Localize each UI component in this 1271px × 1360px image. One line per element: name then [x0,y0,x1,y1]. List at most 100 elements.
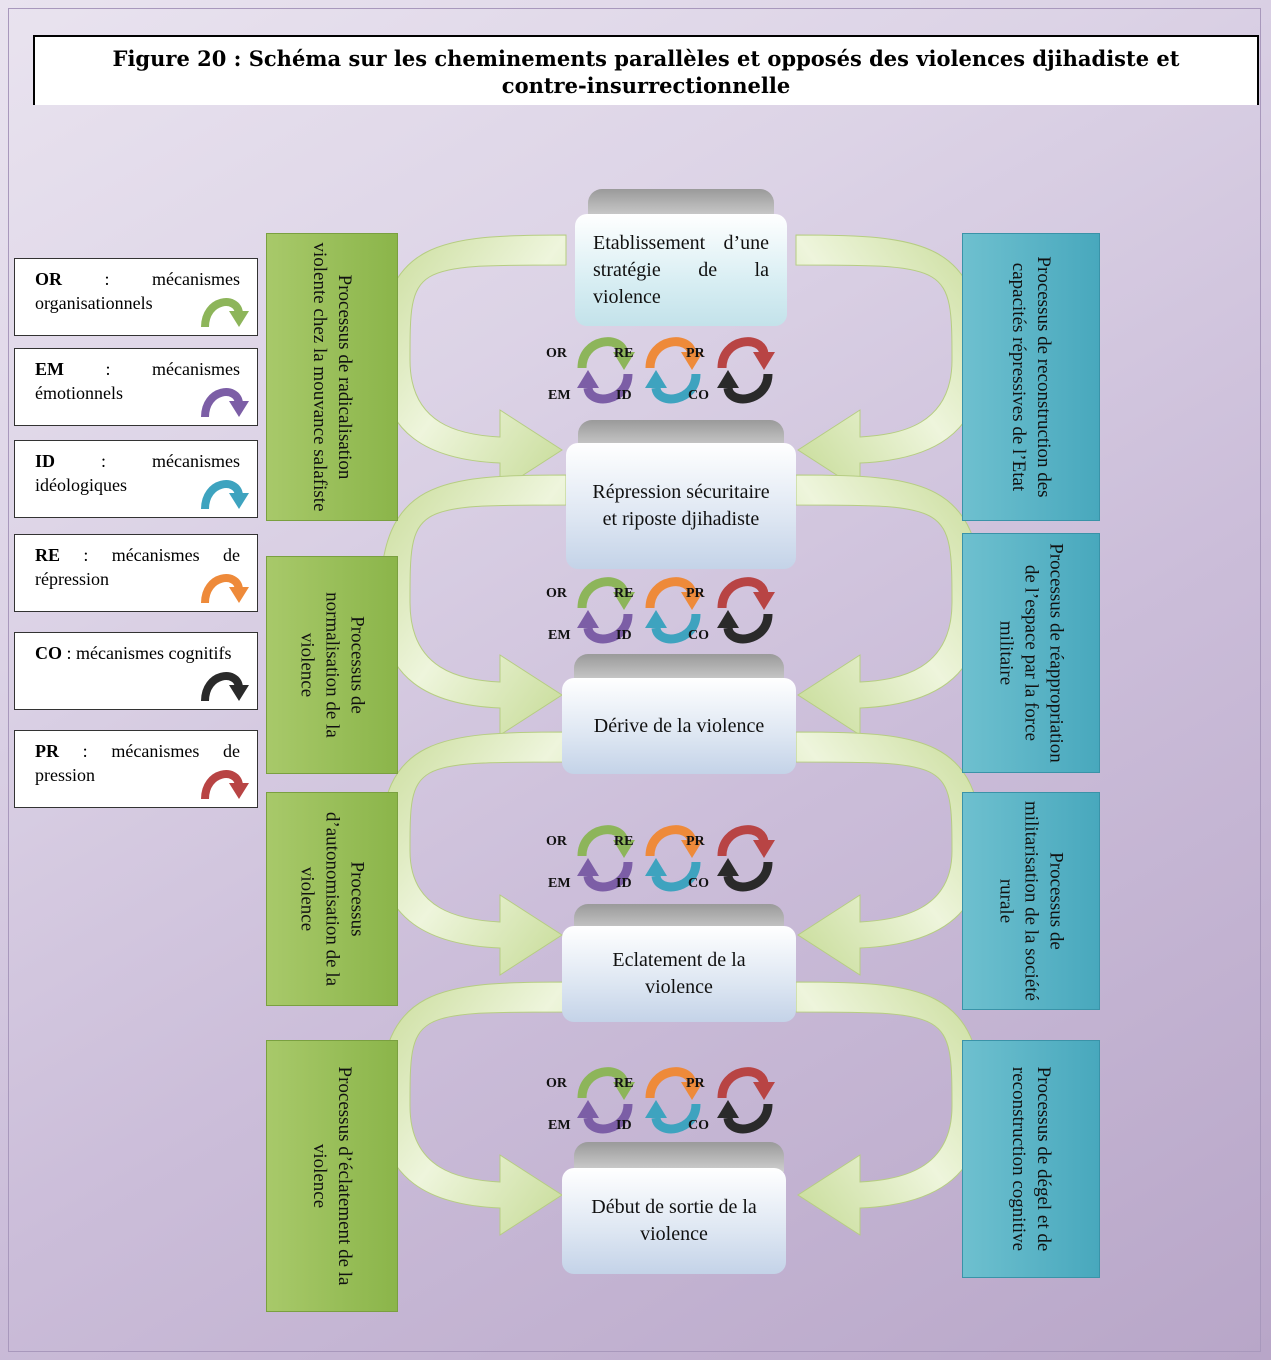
mechanism-label-re: RE [614,586,634,601]
mechanism-label-co: CO [688,1118,709,1133]
stage-5: Début de sortie de la violence [562,1168,786,1274]
mechanism-cycle-pr-co [712,570,782,650]
mechanism-label-or: OR [546,834,567,849]
mechanism-cycle-or-em [572,818,642,898]
purple-arrow-icon [201,388,249,418]
stage-2-label: Répression sécuritaire et riposte djihad… [592,481,770,530]
mechanism-label-or: OR [546,1076,567,1091]
legend-co-text: mécanismes cognitifs [76,643,232,663]
right-flow-arrow-3 [795,731,983,976]
orange-arrow-icon [201,574,249,604]
legend-pr-code: PR [35,741,59,761]
right-process-2: Processus de réappropriation de l’espace… [962,533,1100,773]
stage-5-label: Début de sortie de la violence [591,1196,757,1245]
mechanism-label-em: EM [548,1118,571,1133]
stage-1-label: Etablissement d’une stratégie de la viol… [593,231,769,308]
mechanism-label-id: ID [616,876,632,891]
right-flow-arrow-4 [795,981,983,1236]
left-process-4: Processus d’éclatement de la violence [266,1040,398,1312]
right-process-3: Processus de militarisation de la sociét… [962,792,1100,1010]
legend-co-code: CO [35,643,62,663]
mechanism-label-em: EM [548,388,571,403]
mechanism-cycle-re-id [640,1060,710,1140]
legend-item-id: ID : mécanismes idéologiques [14,440,258,518]
mechanism-cycle-pr-co [712,330,782,410]
figure-title: Figure 20 : Schéma sur les cheminements … [33,35,1259,105]
mechanism-label-or: OR [546,346,567,361]
mechanism-cycle-re-id [640,570,710,650]
stage-3: Dérive de la violence [562,678,796,774]
legend-item-pr: PR : mécanismes de pression [14,730,258,808]
legend-pr-text: mécanismes de pression [35,741,240,785]
left-flow-arrow-1 [379,234,567,491]
figure-frame [8,8,1261,1352]
right-flow-arrow-2 [795,474,983,736]
mechanism-label-co: CO [688,388,709,403]
right-process-1-label: Processus de reconstruction des capacité… [1008,256,1054,498]
left-process-4-label: Processus d’éclatement de la violence [309,1066,355,1286]
mechanism-cycle-or-em [572,1060,642,1140]
mechanism-cycle-pr-co [712,1060,782,1140]
mechanism-cycle-re-id [640,818,710,898]
green-arrow-icon [201,298,249,328]
legend-or-code: OR [35,269,62,289]
legend-id-code: ID [35,451,56,471]
mechanism-label-re: RE [614,1076,634,1091]
legend-em-text: mécanismes émotionnels [35,359,240,403]
right-process-4-label: Processus de dégel et de reconstruction … [1008,1066,1054,1252]
mechanism-label-pr: PR [686,346,705,361]
black-arrow-icon [201,672,249,702]
mechanism-label-or: OR [546,586,567,601]
left-process-3: Processus d’autonomisation de la violenc… [266,792,398,1006]
legend-item-or: OR : mécanismes organisationnels [14,258,258,336]
mechanism-cycle-pr-co [712,818,782,898]
figure-title-line1: Figure 20 : Schéma sur les cheminements … [112,46,1180,71]
legend-or-text: mécanismes organisationnels [35,269,240,313]
left-flow-arrow-2 [379,474,567,736]
mechanism-cycle-re-id [640,330,710,410]
mechanism-label-pr: PR [686,1076,705,1091]
mechanism-label-em: EM [548,628,571,643]
left-process-3-label: Processus d’autonomisation de la violenc… [296,811,368,987]
stage-4-label: Eclatement de la violence [612,949,746,998]
mechanism-label-co: CO [688,876,709,891]
mechanism-label-pr: PR [686,586,705,601]
legend-item-re: RE : mécanismes de répression [14,534,258,612]
stage-2: Répression sécuritaire et riposte djihad… [566,443,796,569]
left-process-2: Processus de normalisation de la violenc… [266,556,398,774]
figure-title-line2: contre-insurrectionnelle [501,73,791,98]
legend-em-code: EM [35,359,64,379]
legend-re-text: mécanismes de répression [35,545,240,589]
mechanism-cycle-or-em [572,330,642,410]
mechanism-cycle-or-em [572,570,642,650]
legend-item-em: EM : mécanismes émotionnels [14,348,258,426]
mechanism-label-em: EM [548,876,571,891]
right-flow-arrow-1 [795,234,983,491]
right-process-1: Processus de reconstruction des capacité… [962,233,1100,521]
left-flow-arrow-3 [379,731,567,976]
left-process-1-label: Processus de radicalisation violente che… [309,242,355,512]
legend-item-co: CO : mécanismes cognitifs [14,632,258,710]
mechanism-label-co: CO [688,628,709,643]
right-process-4: Processus de dégel et de reconstruction … [962,1040,1100,1278]
mechanism-label-id: ID [616,388,632,403]
mechanism-label-id: ID [616,628,632,643]
mechanism-label-re: RE [614,346,634,361]
teal-arrow-icon [201,480,249,510]
left-flow-arrow-4 [379,981,567,1236]
mechanism-label-re: RE [614,834,634,849]
legend-id-text: mécanismes idéologiques [35,451,240,495]
mechanism-label-pr: PR [686,834,705,849]
left-process-1: Processus de radicalisation violente che… [266,233,398,521]
stage-5-cap [574,1142,784,1172]
stage-1: Etablissement d’une stratégie de la viol… [575,214,787,326]
left-process-2-label: Processus de normalisation de la violenc… [296,592,368,738]
mechanism-label-id: ID [616,1118,632,1133]
red-arrow-icon [201,770,249,800]
stage-4: Eclatement de la violence [562,926,796,1022]
stage-3-label: Dérive de la violence [593,714,765,737]
right-process-3-label: Processus de militarisation de la sociét… [995,801,1067,1001]
right-process-2-label: Processus de réappropriation de l’espace… [995,543,1067,763]
legend-re-code: RE [35,545,61,565]
